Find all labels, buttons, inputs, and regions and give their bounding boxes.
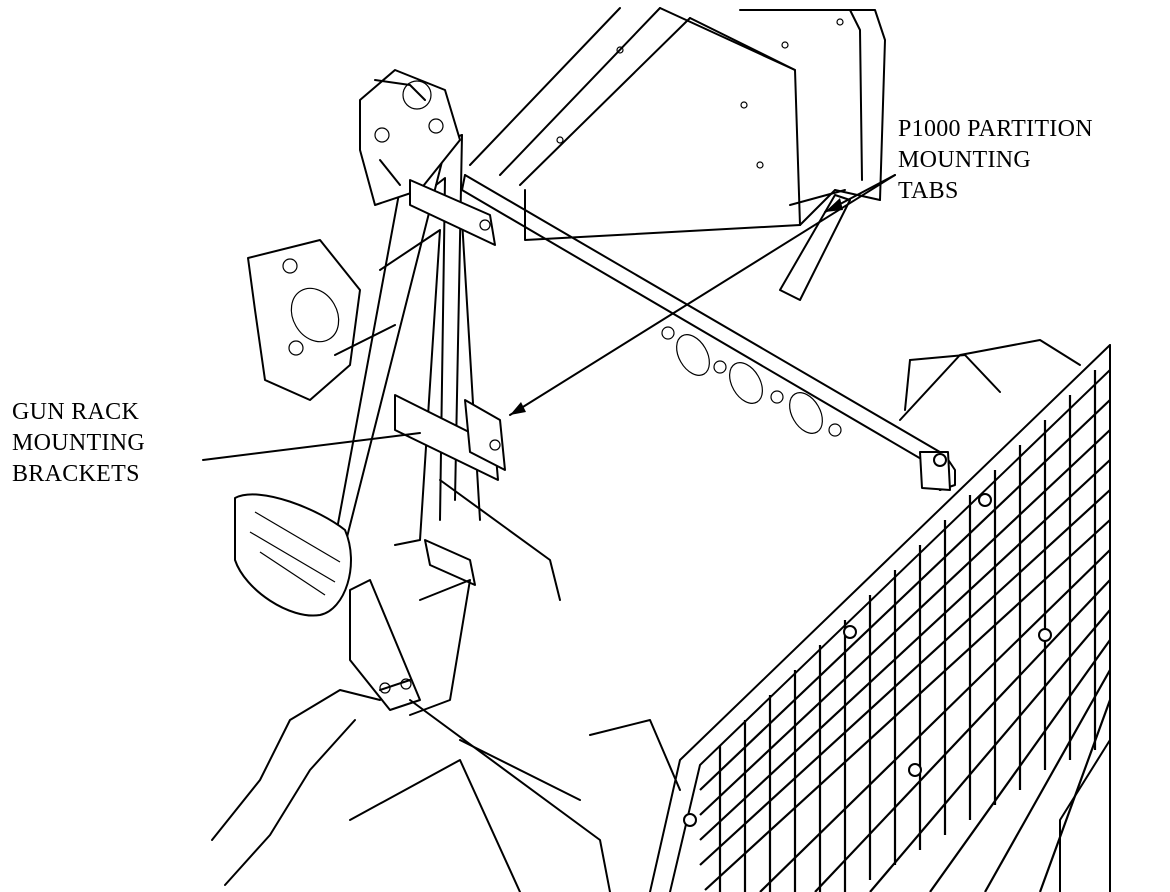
gunrack-label-line-1: GUN RACK [12,399,140,425]
gun-rack-brackets-label: GUN RACK MOUNTING BRACKETS [12,397,145,490]
partition-tabs-label: P1000 PARTITION MOUNTING TABS [898,114,1093,207]
partition-plate [439,174,956,601]
leader-lines [202,174,896,461]
middle-lock [247,239,396,401]
floor-base [211,689,681,892]
top-lock [359,69,461,206]
mounting-brackets [394,179,506,586]
partition-label-line-2: MOUNTING [898,147,1032,173]
gunrack-label-line-2: MOUNTING [12,430,146,456]
lower-legs [349,579,471,716]
right-frame [904,354,1111,892]
partition-label-line-3: TABS [898,178,959,204]
upper-housing [469,7,886,241]
gunrack-label-line-3: BRACKETS [12,461,140,487]
right-bracket [779,189,851,301]
butt-cup [234,493,352,617]
partition-label-line-1: P1000 PARTITION [898,116,1093,142]
wire-mesh-partition [649,339,1112,892]
